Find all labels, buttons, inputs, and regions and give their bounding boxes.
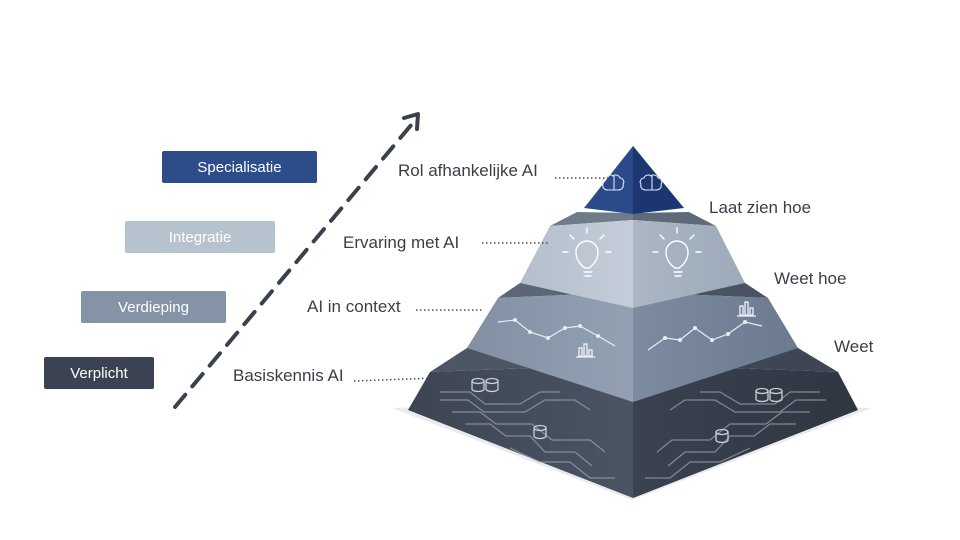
pyramid-layer-context: [467, 283, 798, 402]
layer-label-base: Basiskennis AI: [233, 366, 344, 385]
lightbulb-icon: [562, 227, 702, 277]
outcome-label-third: Weet: [834, 337, 874, 356]
layer-label-third: AI in context: [307, 297, 401, 316]
database-icon: [471, 377, 783, 444]
level-badge-integratie: Integratie: [125, 221, 275, 253]
brain-icon: [601, 174, 663, 191]
outcome-label-second: Weet hoe: [774, 269, 847, 288]
outcome-label-top: Laat zien hoe: [709, 198, 812, 217]
line-chart-icon: [497, 319, 763, 351]
circuit-icon: [440, 391, 826, 479]
level-badge-verplicht: Verplicht: [44, 357, 154, 389]
layer-label-second: Ervaring met AI: [343, 233, 460, 252]
progress-arrow: [173, 112, 420, 409]
chart-icon: [576, 301, 756, 358]
chart-node-dots: [513, 318, 747, 342]
layer-label-top: Rol afhankelijke AI: [398, 161, 538, 180]
pyramid-layer-experience: [520, 212, 745, 308]
pyramid-layer-top: [584, 146, 684, 214]
leader-lines: [353, 177, 608, 382]
level-badge-specialisatie: Specialisatie: [162, 151, 317, 183]
level-badge-verdieping: Verdieping: [81, 291, 226, 323]
